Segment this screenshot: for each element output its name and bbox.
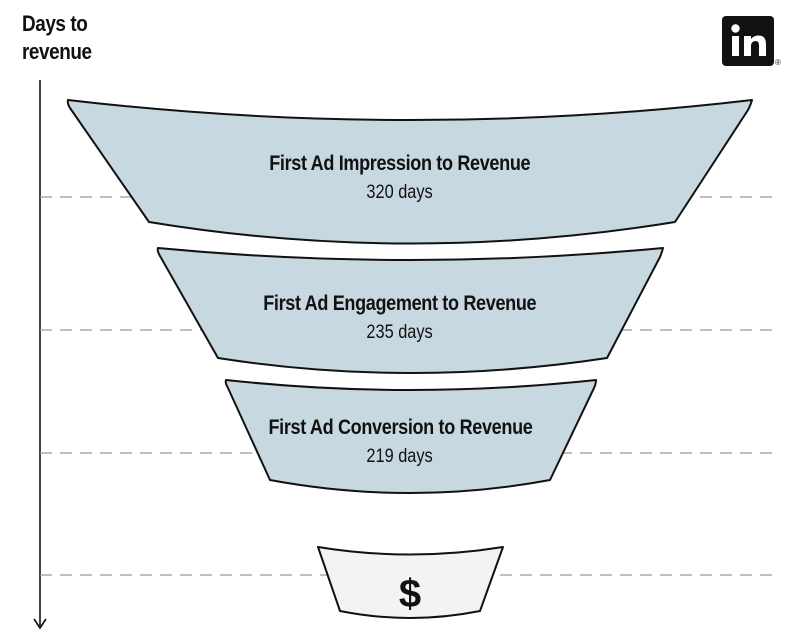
stage-3-label: First Ad Conversion to Revenue 219 days (0, 416, 800, 468)
funnel-stage-impression (66, 99, 753, 245)
axis-arrow-head (33, 618, 47, 630)
revenue-endpoint-shape (317, 546, 504, 619)
stage-1-value: 320 days (366, 182, 434, 203)
stage-2-label: First Ad Engagement to Revenue 235 days (0, 292, 800, 344)
stage-1-label: First Ad Impression to Revenue 320 days (0, 152, 800, 204)
stage-3-value: 219 days (366, 446, 434, 467)
axis-label: Days to revenue (22, 10, 92, 66)
dollar-sign-icon: $ (399, 572, 421, 616)
registered-mark: ® (775, 58, 781, 67)
stage-2-value: 235 days (366, 322, 434, 343)
axis-label-line-1: Days to (22, 11, 88, 36)
stage-2-title: First Ad Engagement to Revenue (263, 292, 537, 315)
stage-1-title: First Ad Impression to Revenue (269, 152, 531, 175)
funnel-stage-engagement (156, 247, 664, 374)
axis-label-line-2: revenue (22, 39, 92, 64)
funnel-stage-conversion (224, 379, 597, 494)
linkedin-logo-icon (722, 16, 774, 66)
stage-3-title: First Ad Conversion to Revenue (268, 416, 532, 439)
guide-lines (40, 196, 775, 576)
